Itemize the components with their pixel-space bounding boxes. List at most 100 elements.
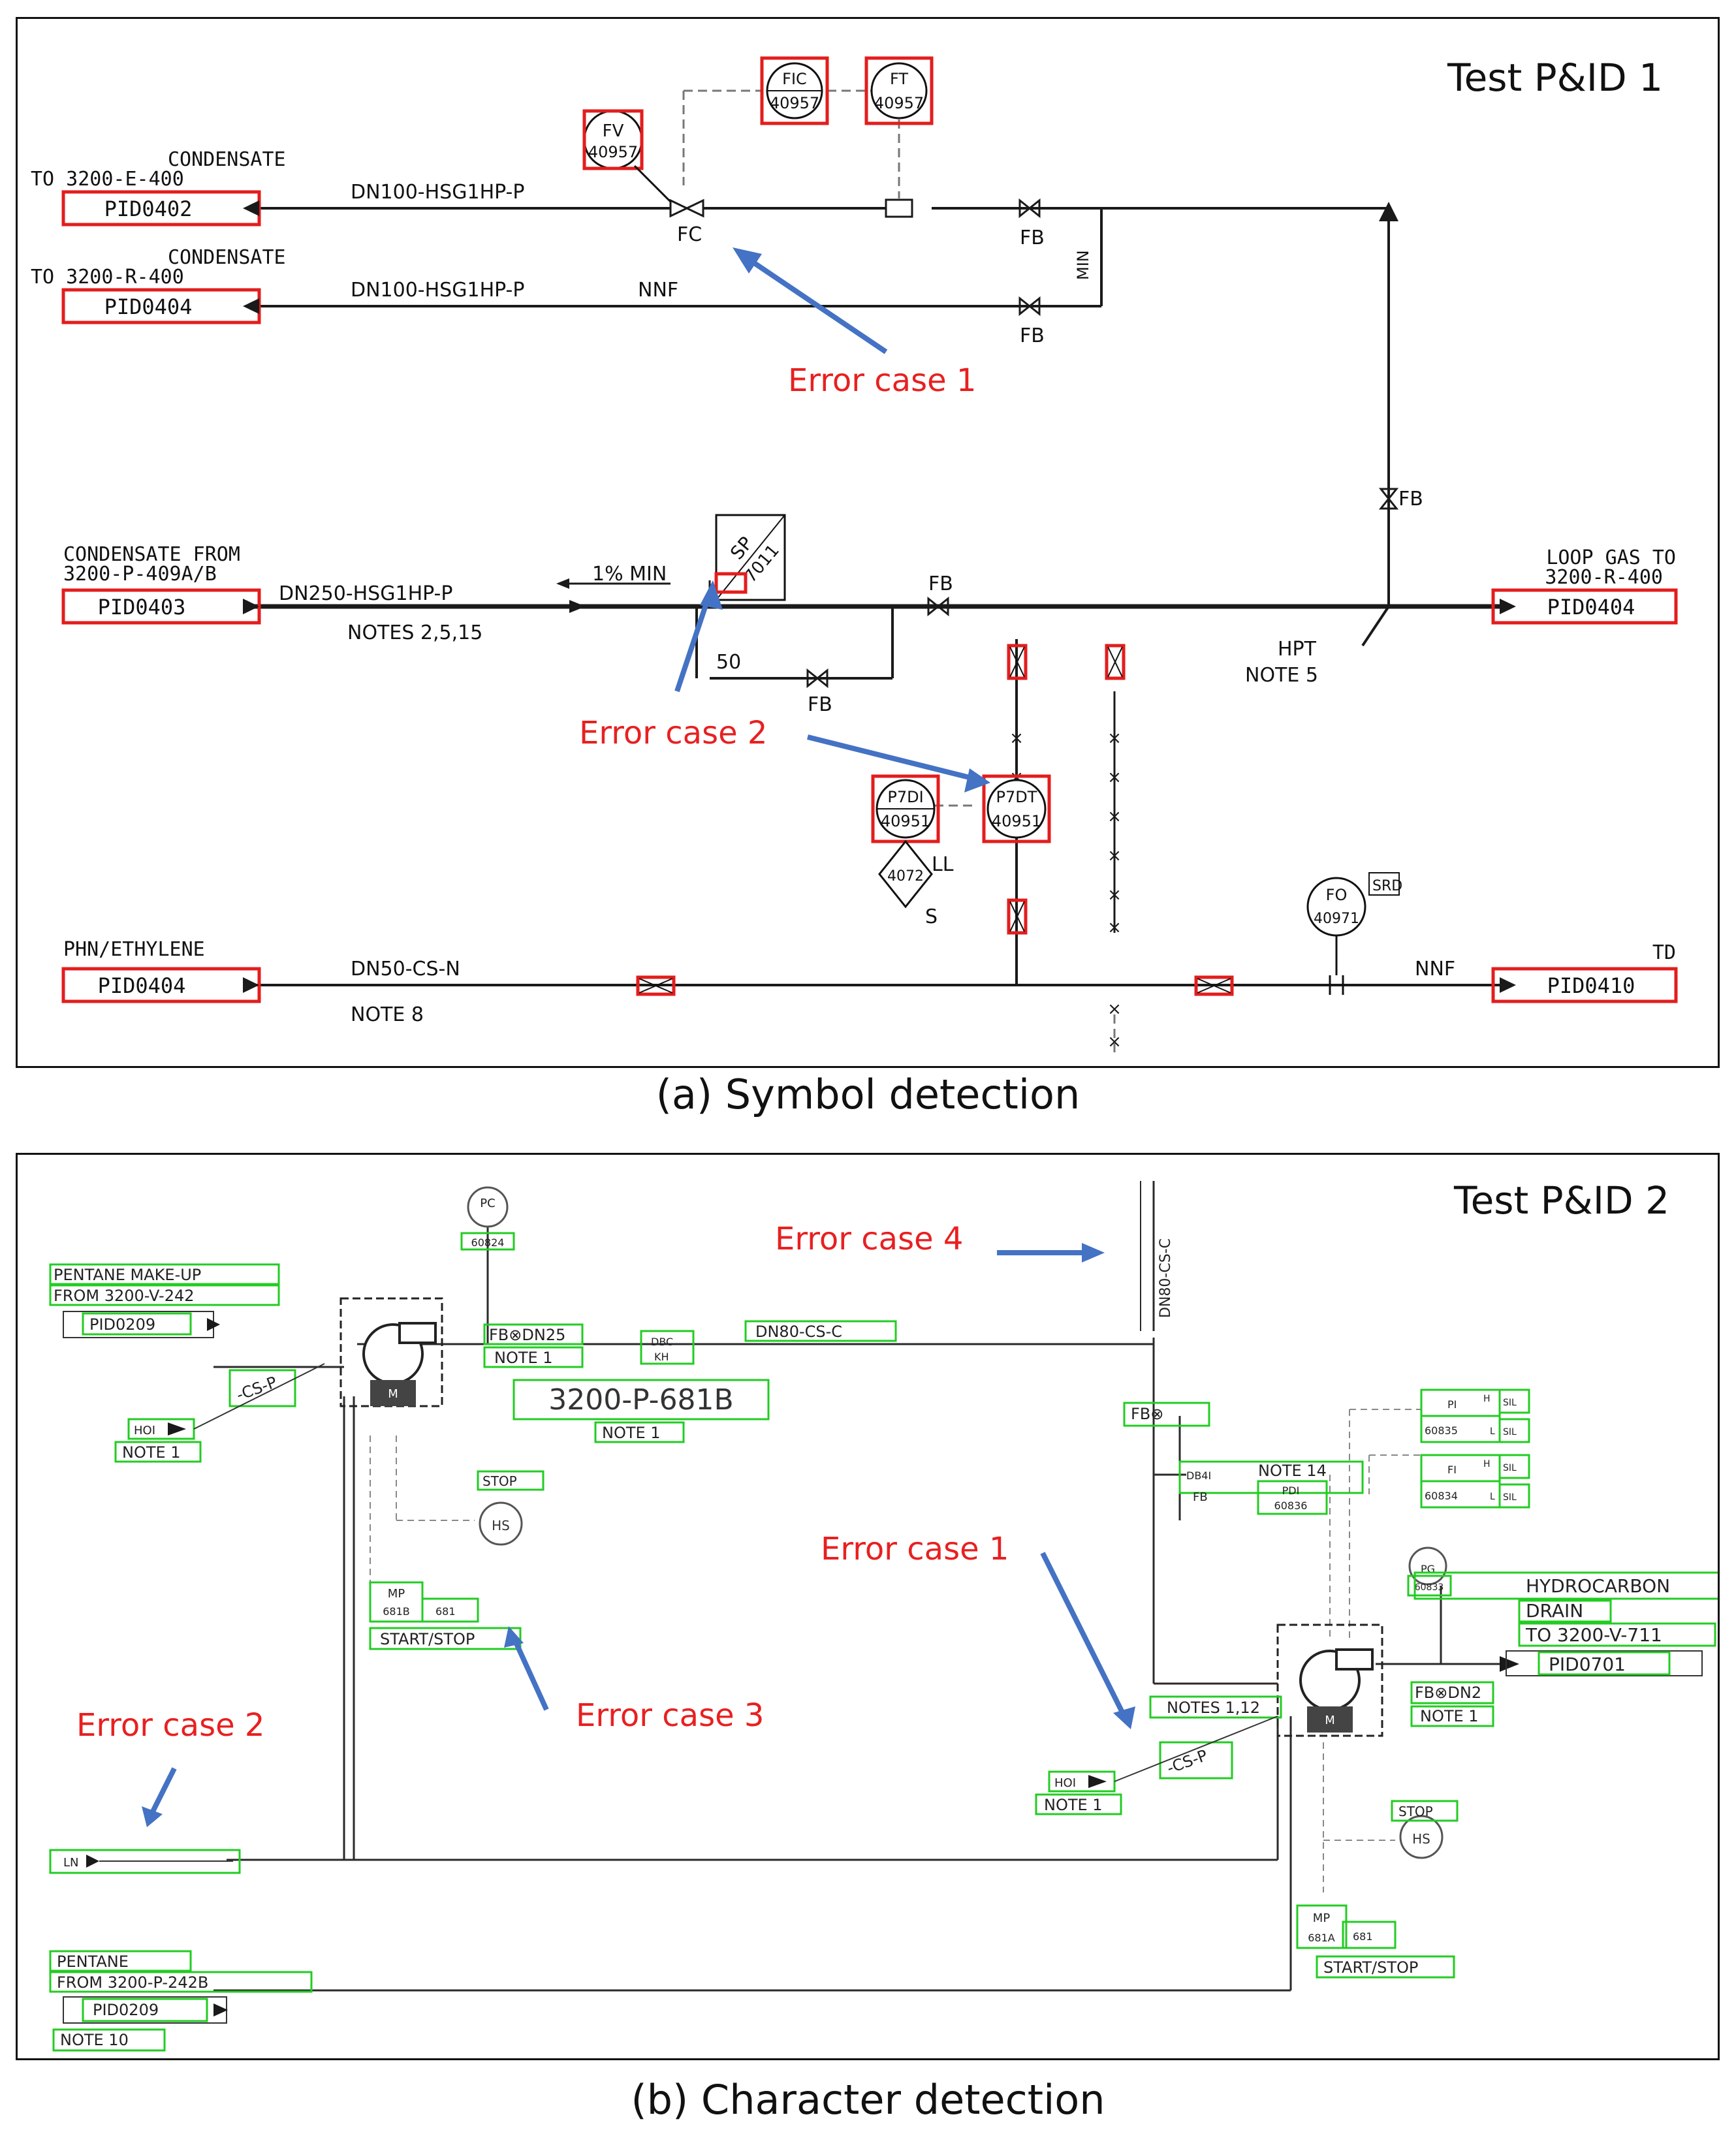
svg-text:4072: 4072	[887, 868, 924, 885]
offpage-connector-5: LOOP GAS TO 3200-R-400 PID0404	[1491, 546, 1678, 625]
instrument-fic: FIC 40957	[760, 56, 829, 125]
offpage-connector-4: PHN/ETHYLENE PID0404	[61, 938, 261, 1003]
svg-text:SIL: SIL	[1503, 1398, 1517, 1408]
svg-text:KH: KH	[654, 1351, 669, 1363]
svg-text:PID0404: PID0404	[104, 294, 193, 319]
svg-text:P7DT: P7DT	[996, 788, 1037, 806]
svg-text:TO 3200-E-400: TO 3200-E-400	[31, 168, 184, 191]
instrument-fv: FV 40957	[582, 109, 672, 203]
svg-text:×: ×	[1107, 768, 1122, 787]
svg-text:40957: 40957	[588, 143, 638, 161]
line-label: FB	[1020, 227, 1045, 249]
svg-text:NOTE 14: NOTE 14	[1258, 1462, 1327, 1480]
svg-text:-CS-P: -CS-P	[234, 1373, 279, 1404]
svg-text:HOI: HOI	[134, 1424, 155, 1437]
svg-text:L: L	[1490, 1426, 1495, 1437]
svg-text:681: 681	[435, 1605, 456, 1618]
svg-text:STOP: STOP	[482, 1473, 517, 1489]
line-label: FB	[1398, 488, 1423, 510]
error-case-1-label: Error case 1	[788, 362, 976, 399]
svg-text:START/STOP: START/STOP	[1323, 1958, 1418, 1977]
svg-text:M: M	[388, 1387, 398, 1401]
line-label: DN100-HSG1HP-P	[351, 279, 524, 302]
svg-text:HS: HS	[1412, 1831, 1430, 1847]
svg-text:STOP: STOP	[1398, 1804, 1433, 1819]
svg-text:×: ×	[1107, 846, 1122, 866]
line-label: NOTES 2,5,15	[347, 621, 482, 644]
svg-text:NOTE 1: NOTE 1	[1420, 1707, 1479, 1725]
line-label: DN100-HSG1HP-P	[351, 181, 524, 204]
line-label: SRD	[1372, 878, 1402, 894]
svg-text:DN80-CS-C: DN80-CS-C	[1158, 1238, 1174, 1318]
svg-text:3200-P-681B: 3200-P-681B	[548, 1383, 733, 1417]
line-label: HPT	[1278, 638, 1317, 661]
svg-text:TO 3200-V-711: TO 3200-V-711	[1525, 1624, 1662, 1646]
svg-text:PID0209: PID0209	[93, 2001, 159, 2019]
svg-text:×: ×	[1107, 918, 1122, 937]
line-label: FB	[1020, 324, 1045, 347]
svg-text:PID0701: PID0701	[1549, 1654, 1626, 1675]
line-label: NOTE 8	[351, 1003, 424, 1026]
hand-switch-2: HS	[1399, 1815, 1444, 1859]
line-label: S	[925, 905, 938, 928]
svg-text:FT: FT	[890, 70, 908, 88]
svg-text:P7DI: P7DI	[887, 788, 923, 806]
line-label: FC	[677, 223, 702, 246]
caption-a: (a) Symbol detection	[655, 1071, 1081, 1118]
svg-text:PID0402: PID0402	[104, 196, 193, 221]
error-case-3-label: Error case 3	[576, 1697, 764, 1734]
svg-text:SIL: SIL	[1503, 1427, 1517, 1437]
svg-text:40957: 40957	[770, 94, 819, 112]
line-label: 1% MIN	[592, 563, 667, 586]
line-label: NOTE 5	[1245, 664, 1318, 687]
svg-text:40951: 40951	[992, 812, 1041, 830]
svg-text:FB⊗: FB⊗	[1131, 1405, 1163, 1423]
svg-text:PID0404: PID0404	[98, 973, 186, 998]
svg-text:FV: FV	[603, 121, 624, 141]
instrument-ft: FT 40957	[864, 56, 934, 125]
svg-text:×: ×	[1107, 807, 1122, 826]
svg-text:DBC: DBC	[651, 1336, 673, 1348]
svg-text:681: 681	[1353, 1930, 1373, 1943]
line-label: 50	[716, 651, 741, 674]
instrument-pdt: P7DT 40951	[982, 774, 1051, 843]
svg-text:H: H	[1483, 1394, 1491, 1404]
svg-text:PENTANE MAKE-UP: PENTANE MAKE-UP	[54, 1266, 201, 1284]
svg-text:40971: 40971	[1314, 911, 1359, 927]
svg-text:PID0209: PID0209	[89, 1315, 155, 1334]
svg-text:PDI: PDI	[1282, 1484, 1300, 1497]
offpage-connector-6: TD PID0410	[1491, 941, 1678, 1003]
line-label: FB	[928, 573, 953, 595]
svg-text:681B: 681B	[383, 1605, 410, 1618]
line-label: DN50-CS-N	[351, 958, 460, 981]
svg-text:LN: LN	[63, 1856, 79, 1870]
error-case-2-label: Error case 2	[579, 715, 767, 751]
svg-text:NOTE 1: NOTE 1	[494, 1349, 553, 1367]
panel-symbol-detection: Test P&ID 1	[16, 17, 1720, 1068]
svg-text:×: ×	[1107, 885, 1122, 905]
error-case-1-label-b: Error case 1	[821, 1531, 1009, 1567]
svg-text:TD: TD	[1652, 941, 1676, 964]
offpage-connector-3: CONDENSATE FROM 3200-P-409A/B PID0403	[61, 543, 261, 625]
svg-text:×: ×	[1009, 729, 1024, 748]
svg-text:MP: MP	[388, 1587, 405, 1601]
panel-character-detection: Test P&ID 2	[16, 1153, 1720, 2060]
svg-text:NOTE 10: NOTE 10	[60, 2031, 129, 2049]
svg-text:SIL: SIL	[1503, 1492, 1517, 1503]
svg-text:NOTES 1,12: NOTES 1,12	[1167, 1699, 1260, 1717]
svg-text:3200-R-400: 3200-R-400	[1545, 566, 1663, 589]
svg-text:PID0404: PID0404	[1547, 595, 1635, 620]
svg-text:PHN/ETHYLENE: PHN/ETHYLENE	[63, 938, 205, 961]
svg-text:60835: 60835	[1425, 1424, 1458, 1437]
svg-text:-CS-P: -CS-P	[1165, 1746, 1210, 1778]
pid-diagram-2: Test P&ID 2	[49, 1178, 1718, 2052]
setpoint-box: SP 7011	[714, 514, 786, 601]
svg-text:40951: 40951	[881, 812, 930, 830]
svg-text:SIL: SIL	[1503, 1463, 1517, 1473]
svg-text:MP: MP	[1313, 1911, 1331, 1925]
line-label: NNF	[1415, 958, 1455, 981]
svg-text:60836: 60836	[1274, 1499, 1308, 1512]
svg-text:PC: PC	[480, 1197, 495, 1210]
svg-text:M: M	[1325, 1714, 1335, 1727]
pump-681a: M	[1276, 1624, 1383, 1737]
